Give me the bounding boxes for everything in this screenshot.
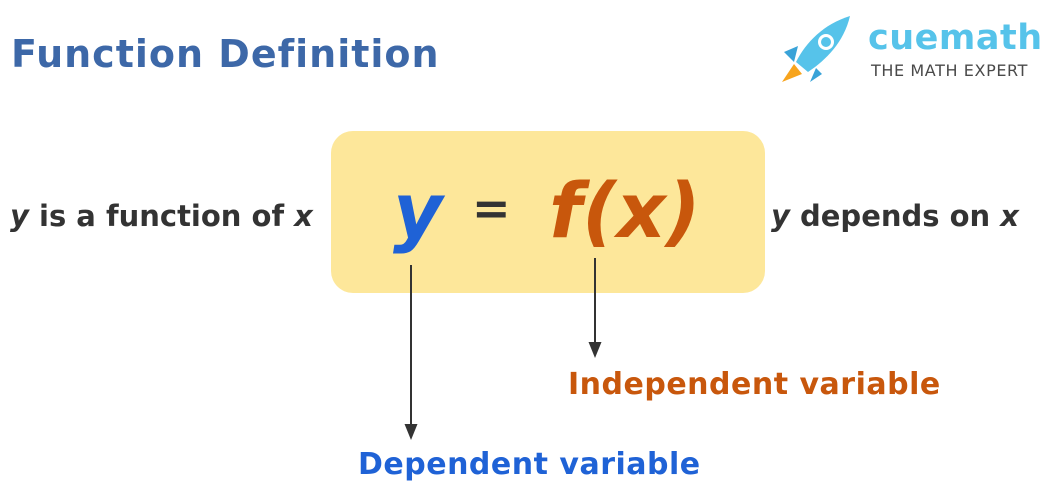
equation-dependent-variable: y — [393, 166, 443, 255]
brand-name: cuemath — [868, 18, 1042, 58]
independent-arrow — [588, 258, 602, 358]
left-var-x: x — [294, 199, 313, 233]
brand-logo: cuemath THE MATH EXPERT — [780, 12, 1042, 86]
right-var-y: y — [771, 199, 790, 233]
left-var-y: y — [10, 199, 29, 233]
page-title: Function Definition — [11, 32, 440, 76]
equation-box — [331, 131, 765, 293]
rocket-icon — [782, 16, 850, 82]
right-var-x: x — [1000, 199, 1020, 233]
independent-variable-label: Independent variable — [568, 367, 941, 402]
left-statement: y is a function of x — [10, 199, 313, 233]
right-statement-text: depends on — [789, 199, 1001, 233]
right-statement: y depends on x — [771, 199, 1019, 233]
brand-tagline: THE MATH EXPERT — [871, 61, 1028, 80]
left-statement-text: is a function of — [28, 199, 295, 233]
dependent-variable-label: Dependent variable — [358, 447, 701, 482]
dependent-arrow — [404, 265, 418, 440]
equation-equals-sign: = — [472, 181, 511, 235]
equation-function: f(x) — [549, 166, 701, 255]
